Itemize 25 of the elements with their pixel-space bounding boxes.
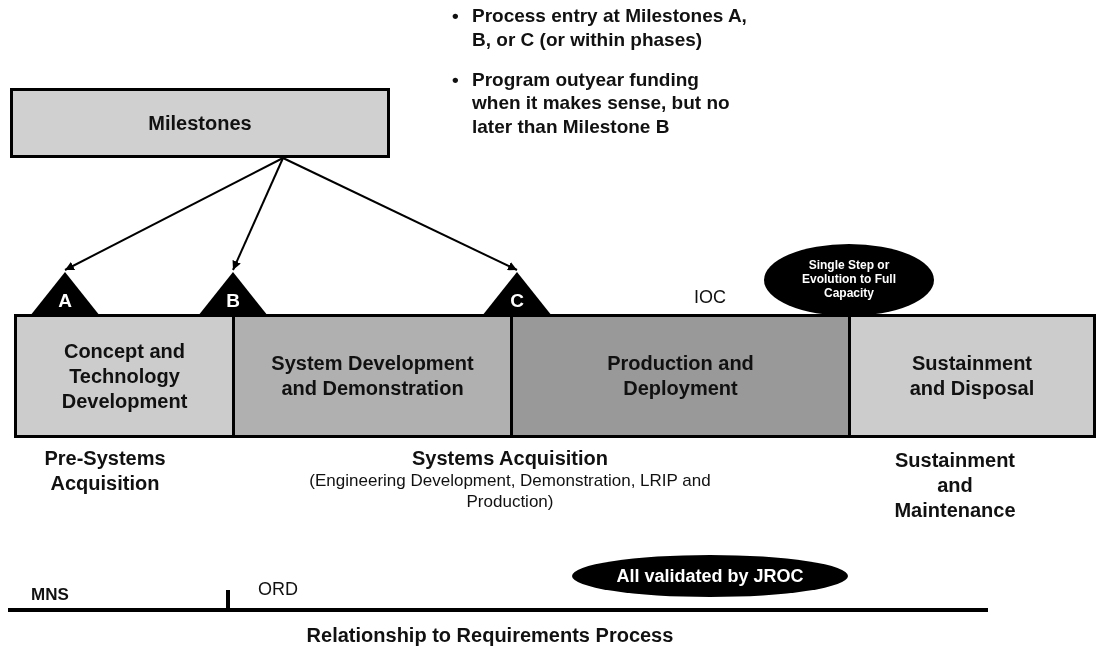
arrow — [64, 157, 284, 271]
text-label: Systems Acquisition — [411, 446, 609, 471]
text-label: Pre-Systems Acquisition — [43, 446, 167, 496]
callout-text: Single Step or Evolution to Full Capacity — [801, 259, 897, 301]
text-label: ORD — [257, 578, 299, 601]
arrow — [282, 157, 518, 271]
bullet-note: Program outyear funding when it makes sense, but no later than Milestone B — [472, 67, 731, 139]
phase-box: Sustainment and Disposal — [848, 314, 1096, 438]
arrow — [232, 157, 284, 271]
phase-box: System Development and Demonstration — [232, 314, 513, 438]
callout-text: All validated by JROC — [616, 565, 804, 587]
milestone-letter: B — [226, 290, 240, 312]
text-label: IOC — [693, 286, 727, 309]
bullet-marker: • — [452, 67, 460, 92]
milestones-box: Milestones — [10, 88, 390, 158]
bullet-note: Process entry at Milestones A, B, or C (or within phases) — [472, 4, 748, 52]
phase-box: Concept and Technology Development — [14, 314, 235, 438]
text-label: Sustainment and Maintenance — [893, 448, 1017, 523]
text-label: Relationship to Requirements Process — [305, 623, 675, 648]
subtitle-label: (Engineering Development, Demonstration, LRIP and Production) — [308, 470, 712, 513]
milestone-letter: C — [510, 290, 524, 312]
bullet-marker: • — [452, 4, 460, 28]
phase-box: Production and Deployment — [510, 314, 851, 438]
milestone-letter: A — [58, 290, 72, 312]
text-label: MNS — [30, 584, 70, 606]
